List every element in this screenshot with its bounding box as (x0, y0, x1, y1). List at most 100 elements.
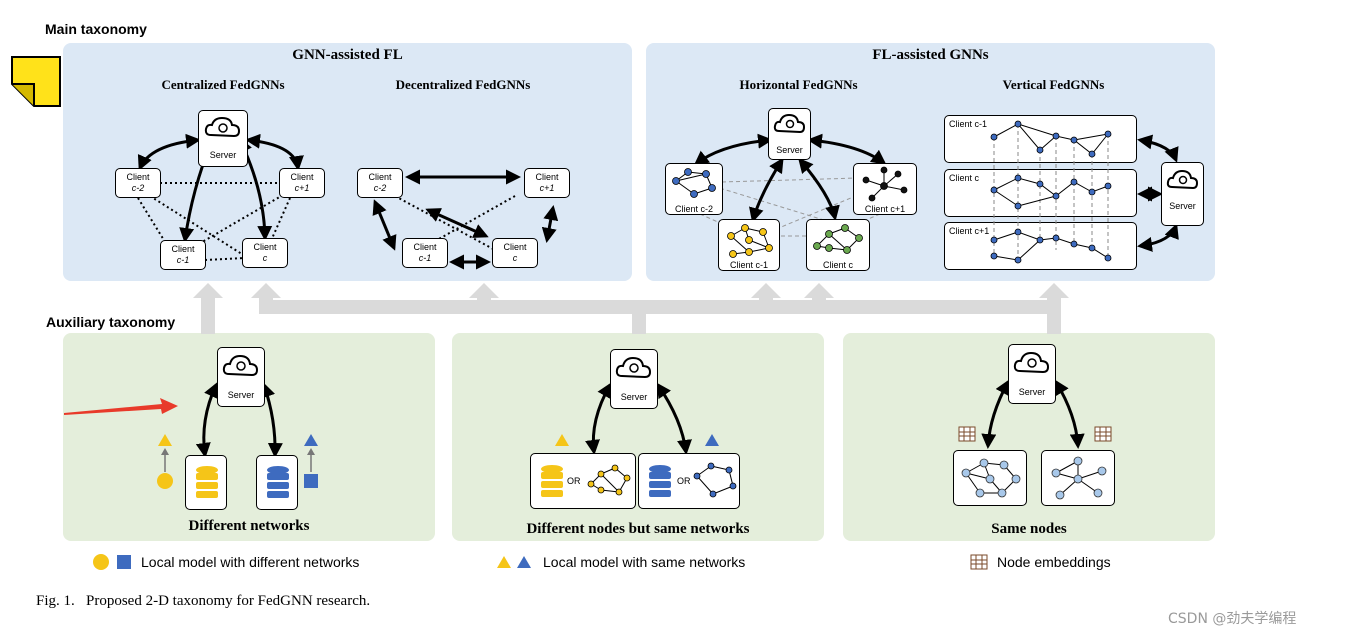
yellow-data-or-graph-box[interactable]: OR (530, 453, 636, 509)
auxiliary-taxonomy-label: Auxiliary taxonomy (46, 314, 176, 330)
client-name: Client (126, 172, 150, 182)
cloud-sync-icon (615, 356, 652, 379)
database-icon (541, 465, 563, 497)
node-embedding-legend-icon (970, 554, 988, 570)
aux-server-2-box[interactable]: Server (610, 349, 658, 409)
horizontal-client-c-1[interactable]: Client c-1 (718, 219, 780, 271)
client-name: Client (290, 172, 314, 182)
or-label: OR (567, 476, 581, 486)
figure-caption: Fig. 1. Proposed 2-D taxonomy for FedGNN… (36, 593, 371, 609)
cloud-sync-icon (222, 354, 259, 377)
server-label: Server (1169, 201, 1196, 211)
horizontal-fedgnns-title: Horizontal FedGNNs (739, 77, 858, 92)
client-id: c (262, 253, 268, 263)
client-label: Client c+1 (864, 204, 906, 214)
client-label: Client c (949, 173, 980, 183)
client-label: Client c-1 (949, 119, 988, 129)
client-id: c-1 (418, 253, 432, 263)
graph-icon (693, 462, 737, 498)
cloud-sync-icon (1166, 169, 1199, 190)
client-name: Client (503, 242, 527, 252)
client-id: c-2 (373, 183, 387, 193)
same-nodes-graph-2-box[interactable] (1041, 450, 1115, 506)
legend-different-networks: Local model with different networks (141, 554, 360, 570)
aux-server-3-box[interactable]: Server (1008, 344, 1056, 404)
server-label: Server (209, 150, 237, 160)
blue-database-box[interactable] (256, 455, 298, 510)
graph-icon (1051, 456, 1107, 500)
graph-icon (813, 224, 863, 254)
centralized-fedgnns-title: Centralized FedGNNs (161, 77, 285, 92)
vertical-fedgnns-title: Vertical FedGNNs (1002, 77, 1105, 92)
horizontal-client-c[interactable]: Client c (806, 219, 870, 271)
or-label: OR (677, 476, 691, 486)
different-networks-title: Different networks (188, 518, 310, 534)
client-label: Client c (822, 260, 853, 270)
blue-triangle-icon (517, 556, 531, 568)
centralized-server-box[interactable]: Server (198, 110, 248, 167)
fl-assisted-gnns-title: FL-assisted GNNs (872, 47, 989, 63)
horizontal-client-c+1[interactable]: Client c+1 (853, 163, 917, 215)
decentralized-fedgnns-title: Decentralized FedGNNs (395, 77, 531, 92)
database-icon (649, 465, 671, 497)
server-label: Server (227, 390, 255, 400)
database-icon (267, 466, 289, 498)
different-nodes-title: Different nodes but same networks (526, 521, 750, 537)
same-nodes-title: Same nodes (991, 521, 1067, 537)
vertical-client-c-1[interactable]: Client c-1 (944, 115, 1137, 163)
server-label: Server (1018, 387, 1046, 397)
main-taxonomy-label: Main taxonomy (45, 21, 147, 37)
same-nodes-graph-1-box[interactable] (953, 450, 1027, 506)
client-name: Client (413, 242, 437, 252)
yellow-database-box[interactable] (185, 455, 227, 510)
legend-node-embeddings: Node embeddings (997, 554, 1111, 570)
horizontal-client-c-2[interactable]: Client c-2 (665, 163, 723, 215)
cloud-sync-icon (773, 113, 806, 134)
database-icon (196, 466, 218, 498)
graph-icon (961, 458, 1021, 498)
blue-square-icon (117, 555, 131, 569)
yellow-triangle-icon (497, 556, 511, 568)
server-label: Server (776, 145, 803, 155)
client-id: c-2 (131, 183, 145, 193)
client-name: Client (171, 244, 195, 254)
client-name: Client (253, 242, 277, 252)
graph-icon (862, 166, 908, 202)
graph-icon (727, 224, 773, 258)
blue-data-or-graph-box[interactable]: OR (638, 453, 740, 509)
client-label: Client c-1 (729, 260, 768, 270)
legend-same-networks: Local model with same networks (543, 554, 746, 570)
server-label: Server (620, 392, 648, 402)
cloud-sync-icon (204, 116, 241, 138)
cloud-sync-icon (1013, 351, 1050, 374)
yellow-circle-icon (93, 554, 109, 570)
client-name: Client (368, 172, 392, 182)
horizontal-server-box[interactable]: Server (768, 108, 811, 160)
gnn-assisted-fl-title: GNN-assisted FL (292, 47, 403, 63)
vertical-server-box[interactable]: Server (1161, 162, 1204, 226)
client-id: c-1 (176, 255, 190, 265)
watermark: CSDN @劲夫学编程 (1168, 611, 1297, 627)
client-id: c+1 (294, 183, 310, 193)
aux-server-1-box[interactable]: Server (217, 347, 265, 407)
client-name: Client (535, 172, 559, 182)
client-label: Client c-2 (674, 204, 713, 214)
client-label: Client c+1 (949, 226, 990, 236)
node-embedding-icon (958, 426, 1112, 442)
client-id: c+1 (539, 183, 555, 193)
